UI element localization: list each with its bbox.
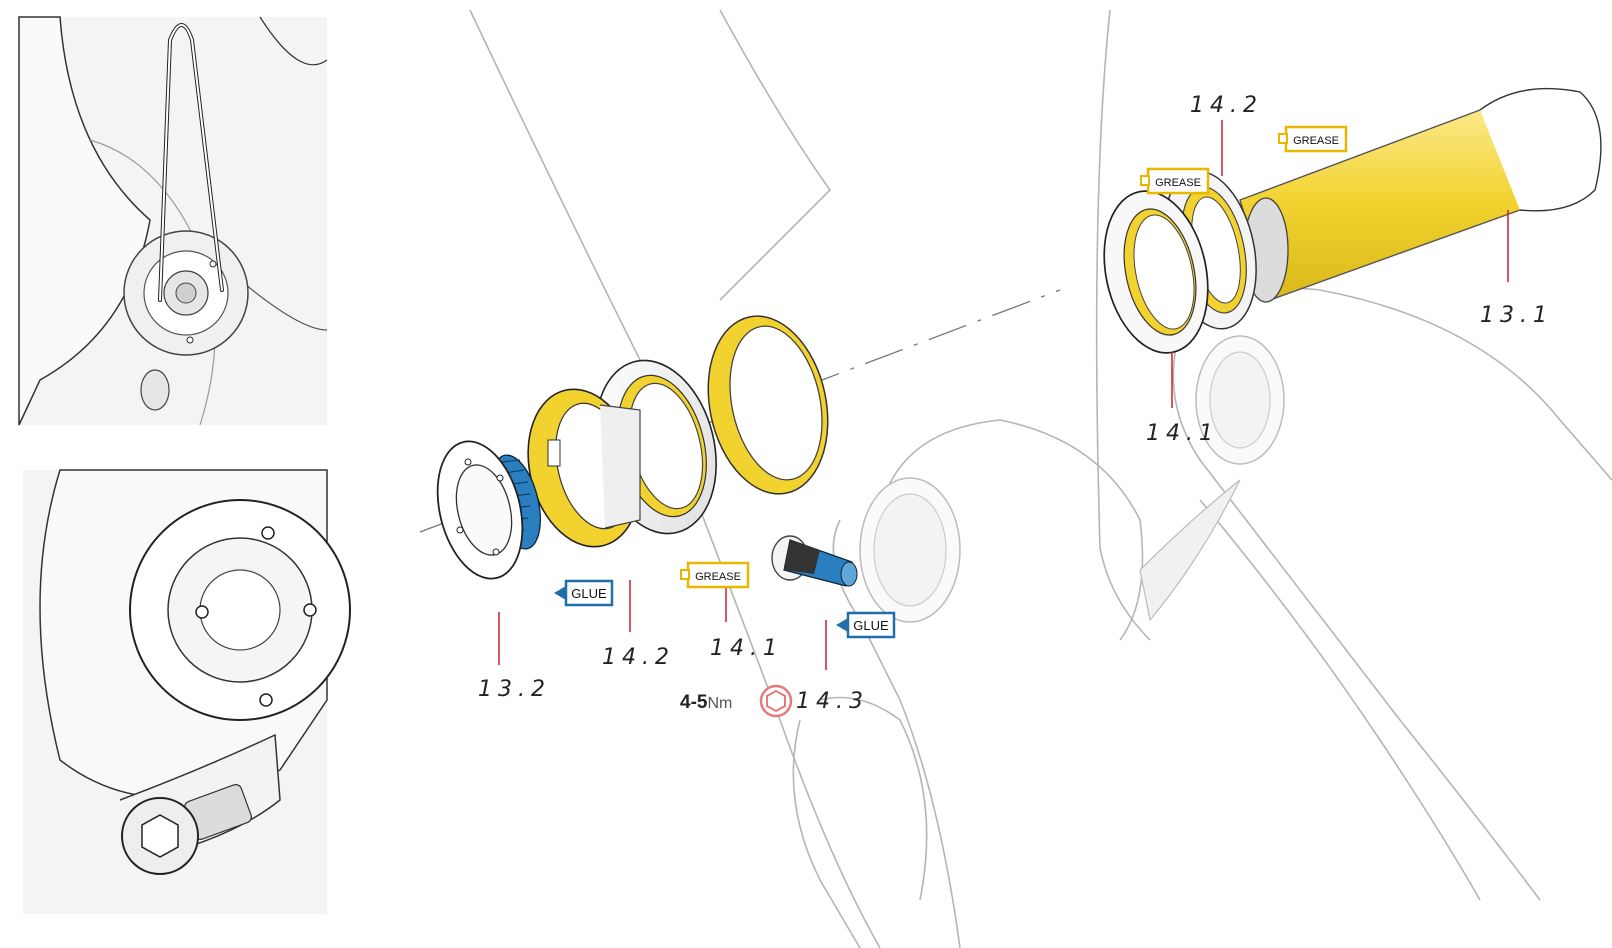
svg-text:4-5Nm: 4-5Nm: [680, 692, 732, 713]
right-assembly: [1103, 87, 1602, 354]
leader-lines: [498, 120, 1509, 670]
glue-tag-left: GLUE: [554, 579, 614, 607]
inset-wire-tool: [18, 16, 328, 426]
grease-label: GREASE: [1293, 135, 1339, 147]
glue-label: GLUE: [571, 586, 607, 601]
glue-label: GLUE: [853, 618, 889, 633]
part-label-14-2-right: 14.2: [1190, 93, 1263, 118]
frame-bb-cutout: [859, 335, 1285, 623]
grease-tag-right-1: GREASE: [1140, 167, 1210, 195]
part-label-14-1: 14.1: [710, 636, 783, 661]
bb-shell-opening: [707, 315, 829, 495]
grease-label: GREASE: [1155, 177, 1201, 189]
cap-13-2: [436, 440, 541, 580]
part-label-14-1-right: 14.1: [1146, 421, 1219, 446]
glue-tag-bolt: GLUE: [836, 611, 896, 639]
bolt-14-3: [771, 535, 858, 587]
hex-icon: [766, 689, 786, 713]
grease-tag-right-2: GREASE: [1278, 125, 1348, 153]
torque-value: 4-5: [680, 692, 708, 713]
hex-key-icon: [759, 684, 793, 718]
torque-unit: Nm: [707, 695, 732, 712]
torque-spec: 4-5Nm: [680, 684, 793, 718]
part-label-14-3: 14.3: [796, 689, 869, 714]
part-label-13-1: 13.1: [1480, 303, 1553, 328]
part-label-14-2: 14.2: [602, 645, 675, 670]
part-label-13-2: 13.2: [478, 677, 551, 702]
ring-14-2: [527, 388, 641, 548]
grease-tag-left: GREASE: [680, 561, 750, 589]
inset-bolt: [23, 469, 351, 914]
grease-label: GREASE: [695, 571, 741, 583]
